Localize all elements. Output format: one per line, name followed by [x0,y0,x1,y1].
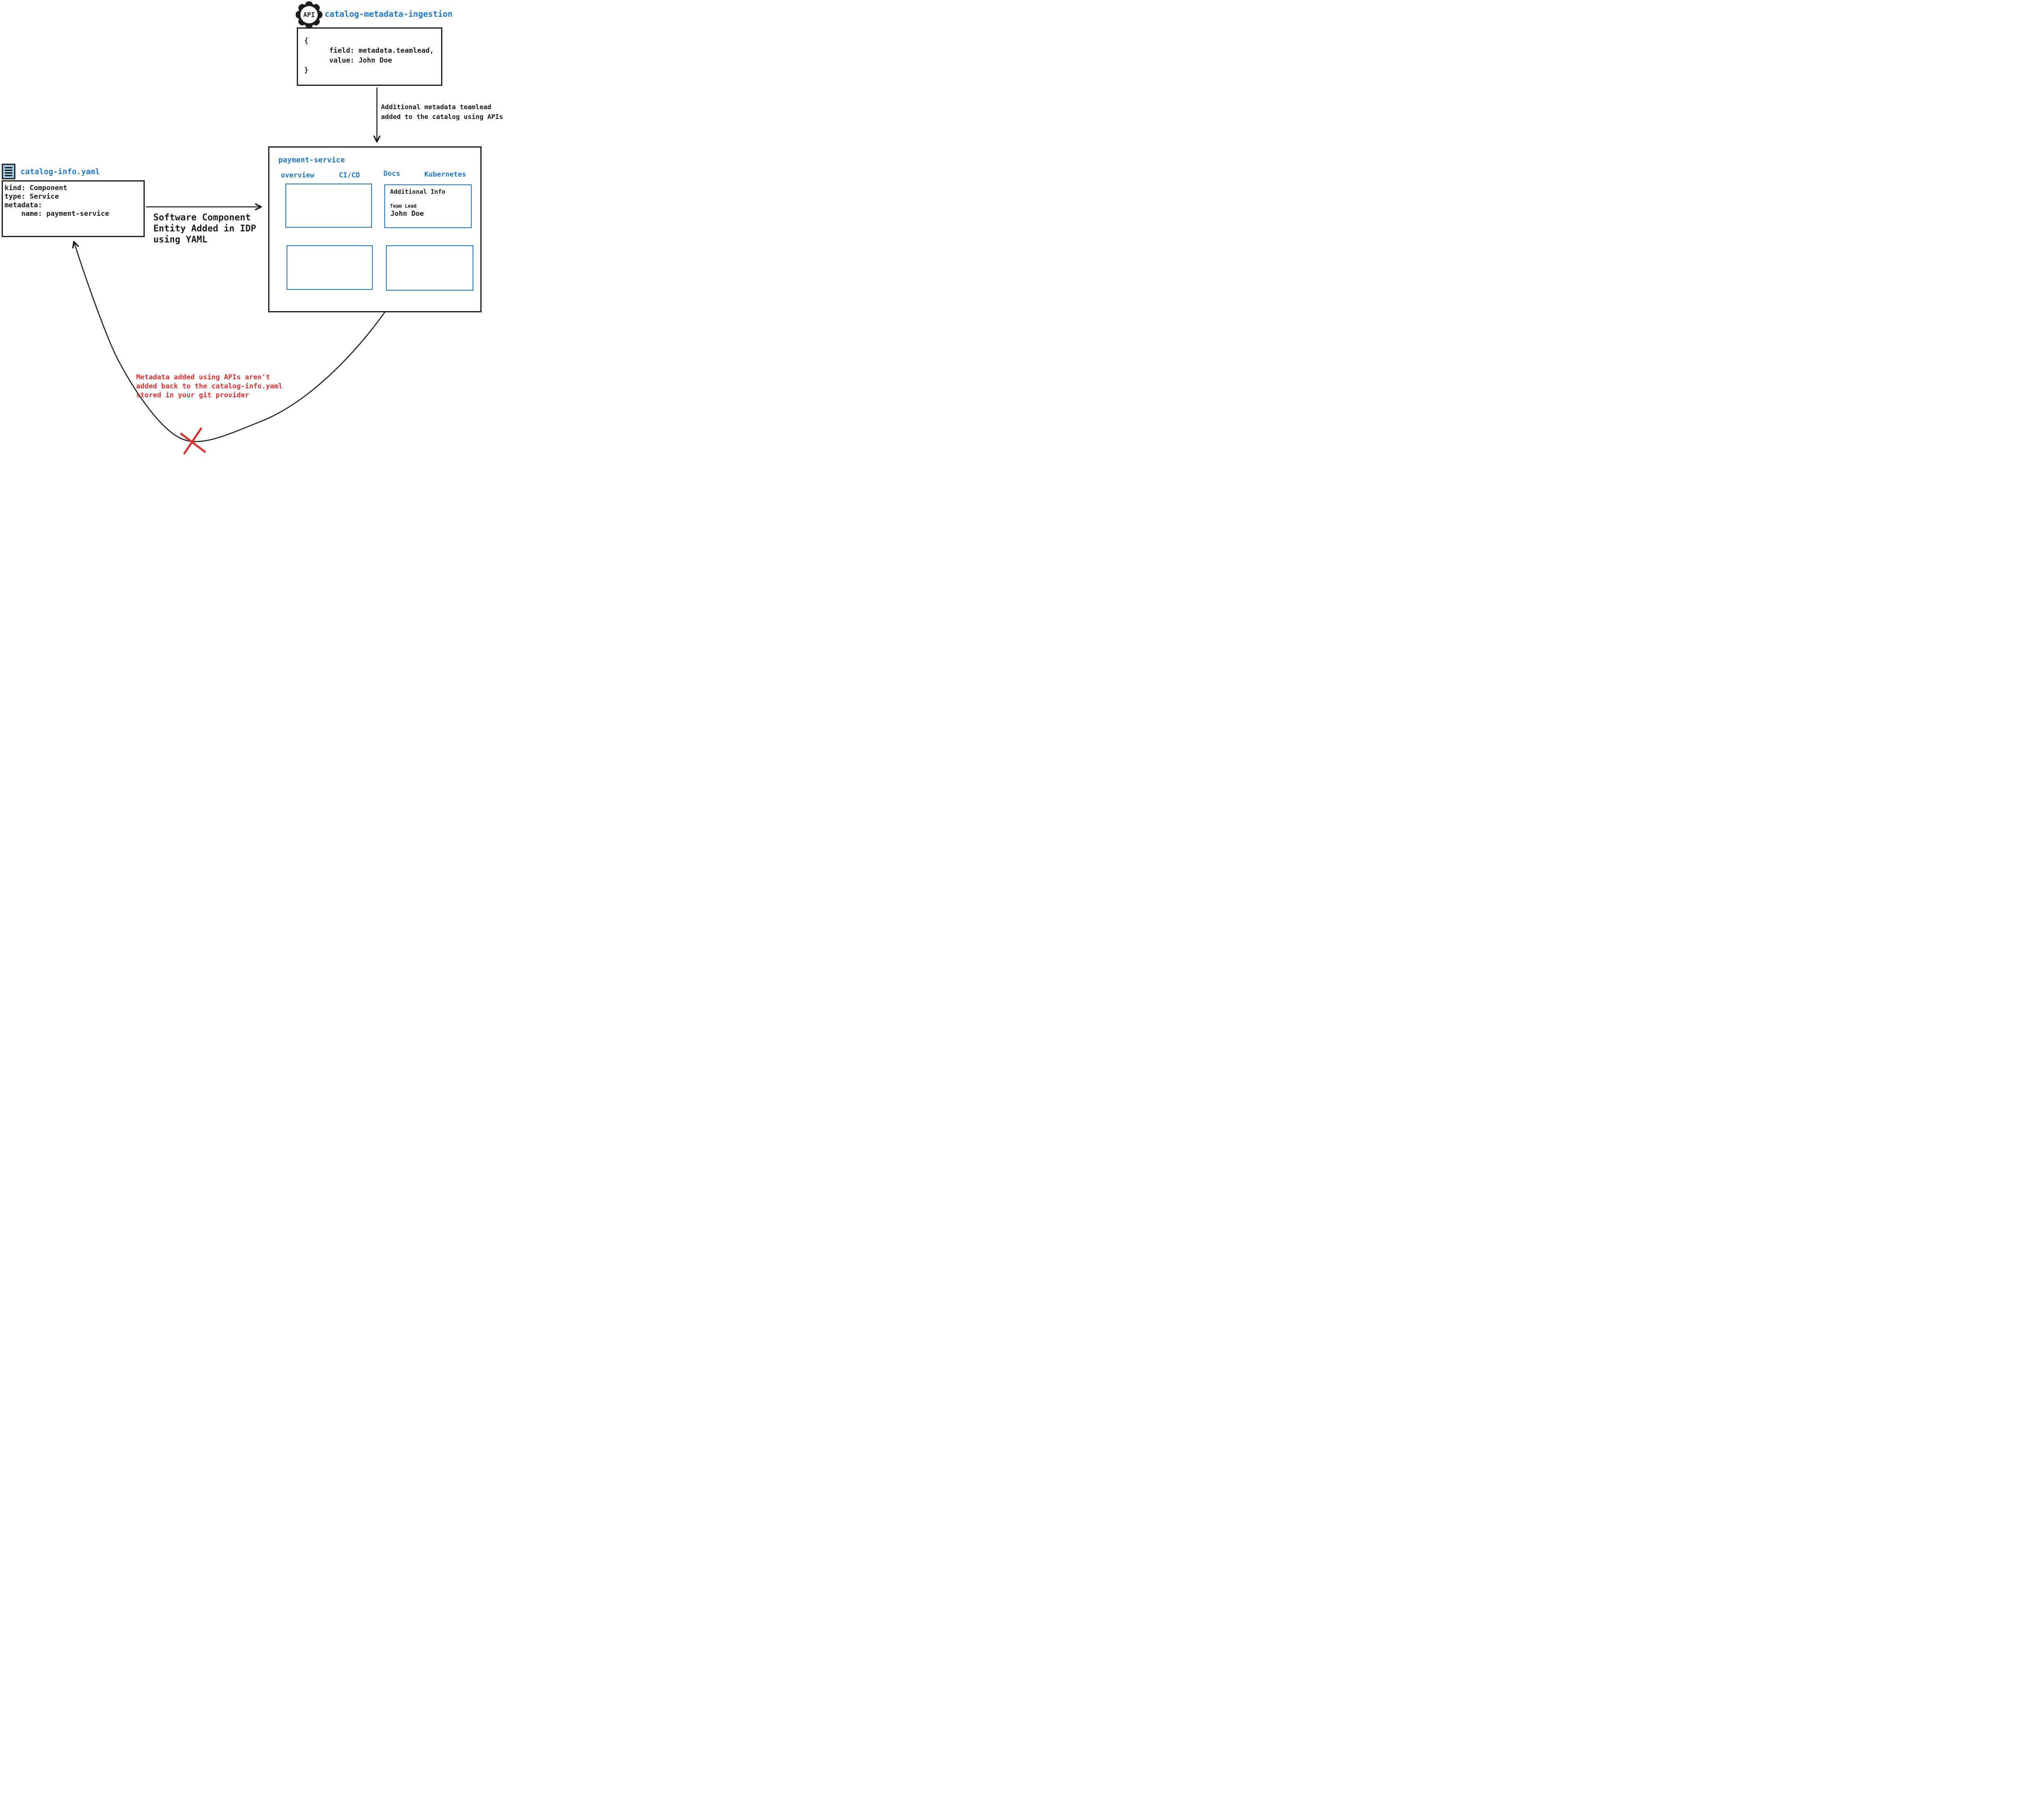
blocked-x-icon [180,427,206,455]
team-lead-label: Team Lead [390,203,417,209]
additional-info-panel: Additional Info Team Lead John Doe [384,184,472,228]
code-line: name: payment-service [4,210,109,218]
catalog-info-box [2,180,145,237]
return-flow-warning-line: Metadata added using APIs aren't [136,373,270,381]
team-lead-value: John Doe [390,210,424,218]
code-line: metadata: [4,201,43,209]
return-flow-warning: Metadata added using APIs aren't added b… [136,373,282,400]
document-icon [2,164,16,179]
api-arrow-label-line: Additional metadata teamlead [381,103,491,111]
code-line: type: Service [4,193,59,201]
yaml-arrow-label-line: Software Component [153,213,251,223]
service-panel-empty-2 [287,245,373,290]
yaml-arrow-label-line: using YAML [153,235,208,245]
api-gear-label: API [303,11,315,18]
additional-info-title: Additional Info [390,188,446,195]
yaml-arrow-label: Software Component Entity Added in IDP u… [153,212,256,245]
api-gear-icon: API [296,1,323,28]
return-flow-warning-line: added back to the catalog-info.yaml [136,382,283,390]
tab-docs: Docs [383,170,400,178]
catalog-info-code: kind: Component type: Service metadata: … [4,184,109,218]
tab-kubernetes: Kubernetes [424,170,466,179]
code-line: value: John Doe [304,56,392,65]
tab-overview: overview [281,171,314,179]
return-flow-warning-line: stored in your git provider [136,391,249,399]
code-line: } [304,66,309,74]
yaml-arrow-label-line: Entity Added in IDP [153,224,256,234]
diagram-canvas: API catalog-metadata-ingestion { field: … [0,0,516,455]
api-payload-code: { field: metadata.teamlead, value: John … [304,36,434,75]
api-payload-box [297,27,442,86]
code-line: field: metadata.teamlead, [304,47,434,55]
code-line: kind: Component [4,184,67,192]
payment-service-title: payment-service [278,156,345,164]
catalog-info-title: catalog-info.yaml [20,167,100,176]
code-line: { [304,37,309,45]
service-panel-empty-3 [386,245,473,291]
api-arrow-label-line: added to the catalog using APIs [381,113,503,121]
api-arrow-label: Additional metadata teamlead added to th… [381,102,503,122]
tab-cicd: CI/CD [339,171,360,179]
service-panel-empty-1 [285,184,372,228]
api-ingestion-title: catalog-metadata-ingestion [325,9,453,19]
